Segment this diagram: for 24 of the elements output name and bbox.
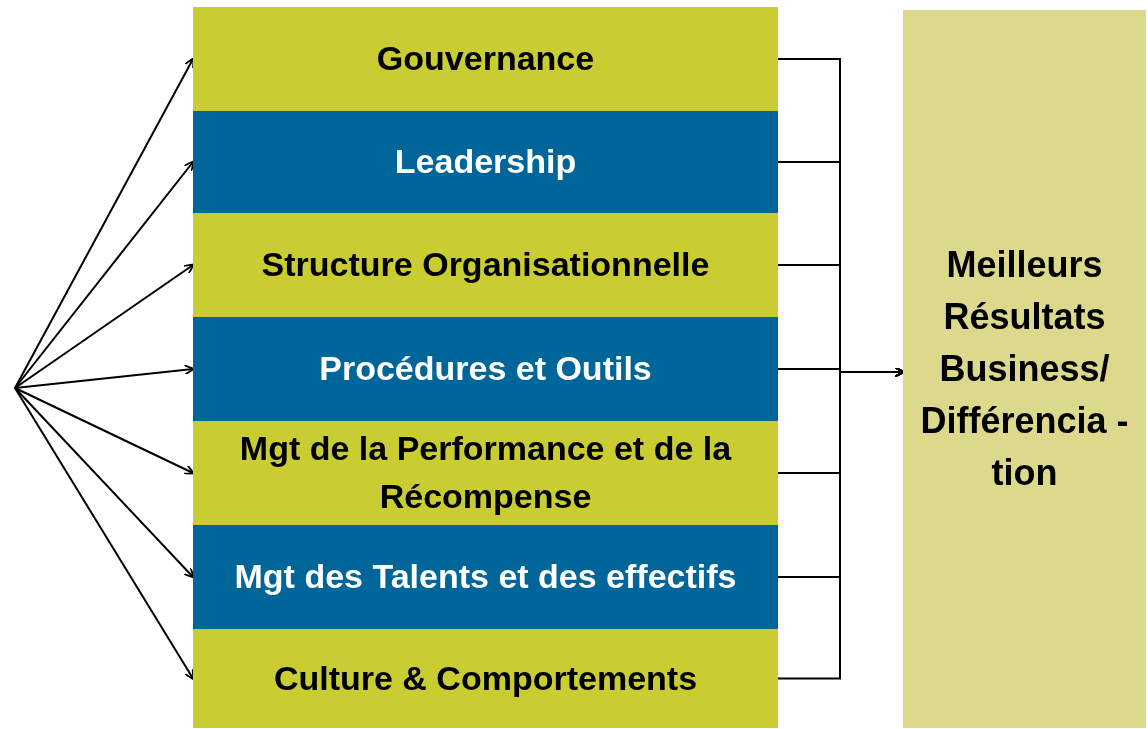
category-band <box>193 525 778 629</box>
arrow <box>14 387 195 475</box>
band-label: Leadership <box>394 141 577 183</box>
category-band <box>193 317 778 421</box>
band-label: Mgt de la Performance et de la Récompense <box>238 428 733 517</box>
band-label: Culture & Comportements <box>273 657 698 699</box>
band-label: Meilleurs Résultats Business/ Différencia -tion <box>919 242 1130 496</box>
arrow <box>14 263 195 389</box>
arrow <box>14 160 195 389</box>
result-box <box>903 10 1146 728</box>
category-band <box>193 421 778 525</box>
arrow <box>14 387 195 579</box>
category-band <box>193 213 778 317</box>
arrow <box>777 366 905 680</box>
category-band <box>193 111 778 213</box>
category-band <box>193 7 778 111</box>
band-label: Gouvernance <box>376 38 595 80</box>
band-label: Mgt des Talents et des effectifs <box>234 556 737 598</box>
band-label: Structure Organisationnelle <box>261 244 710 286</box>
arrow <box>14 57 195 389</box>
arrow <box>14 387 195 681</box>
band-label: Procédures et Outils <box>319 348 652 390</box>
arrow <box>14 364 195 389</box>
category-band <box>193 629 778 728</box>
